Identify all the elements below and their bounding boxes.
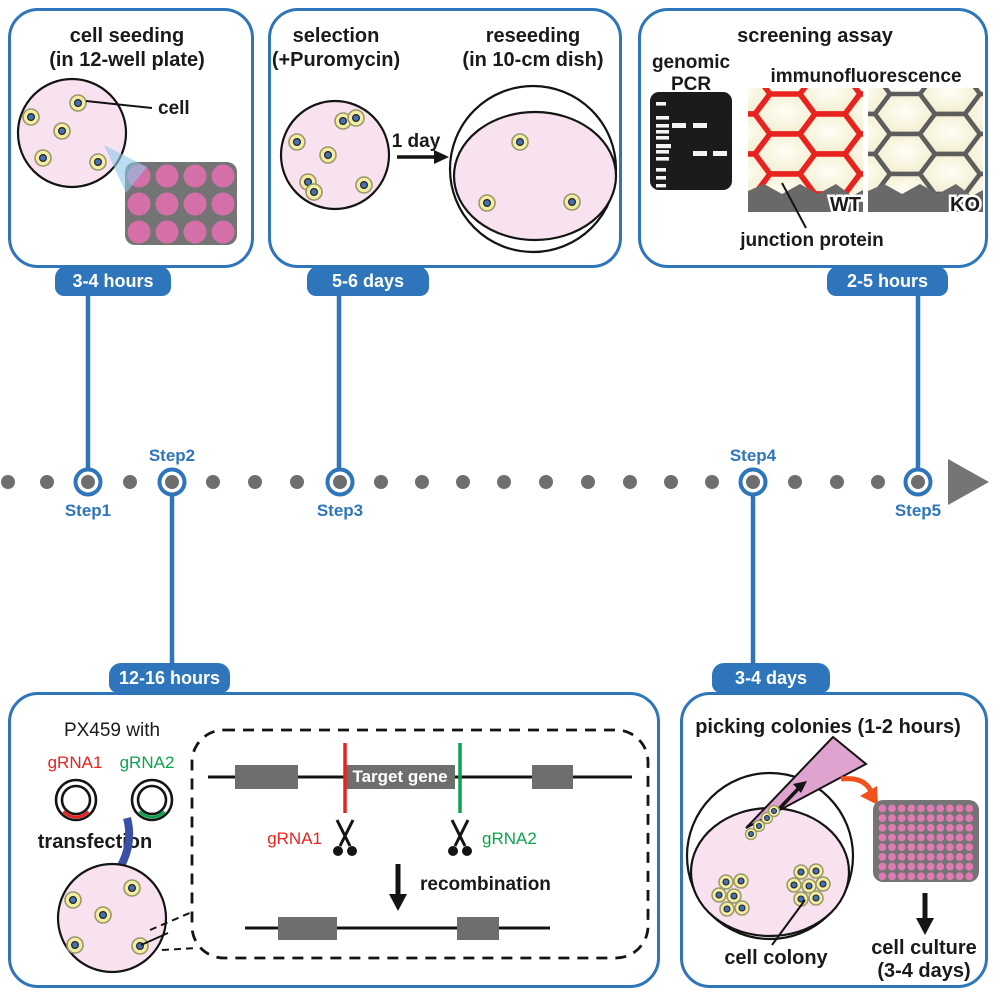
step5-label: Step5 [895, 501, 941, 520]
cell-seeding-title-line1: cell seeding [70, 25, 185, 47]
exon-right [532, 765, 573, 789]
genomic-pcr-label-line2: PCR [671, 74, 711, 95]
recombination-label: recombination [420, 874, 551, 895]
gel-ladder [656, 102, 671, 188]
step2-label: Step2 [149, 446, 195, 465]
petri-dish-icon [16, 77, 128, 189]
timeline-arrow-icon [948, 459, 989, 505]
selection-reseeding-art: selection (+Puromycin) reseeding (in 10-… [272, 25, 618, 254]
aspiration-arrow-icon [776, 781, 807, 812]
grna2-cut-label: gRNA2 [482, 829, 537, 848]
reseeding-title-line1: reseeding [486, 25, 580, 47]
cell-culture-label-line1: cell culture [871, 937, 977, 959]
exon-left-after [278, 917, 337, 940]
ko-label: KO [950, 194, 980, 216]
cell-seeding-art: cell seeding (in 12-well plate) cell [16, 25, 237, 245]
selection-title-line1: selection [293, 25, 380, 47]
colony-dish-medium [689, 806, 851, 938]
ko-if-image [868, 88, 983, 212]
grna2-plasmid-label: gRNA2 [120, 753, 175, 772]
plasmid-grna2-icon [130, 778, 174, 822]
target-gene-box [345, 765, 455, 789]
transfection-label: transfection [38, 831, 152, 853]
culture-arrow-icon [916, 893, 934, 935]
cell-seeding-title-line2: (in 12-well plate) [49, 49, 205, 71]
immunofluorescence-label: immunofluorescence [770, 66, 961, 87]
reseeding-title-line2: (in 10-cm dish) [462, 49, 603, 71]
transfer-arrow-icon [840, 776, 878, 805]
grna1-plasmid-label: gRNA1 [48, 753, 103, 772]
duration-badge-step2: 12-16 hours [109, 663, 230, 693]
step1-label: Step1 [65, 501, 111, 520]
transfection-art: PX459 with gRNA1 gRNA2 transfection [38, 720, 650, 974]
cell-culture-label-line2: (3-4 days) [877, 960, 970, 982]
picking-title: picking colonies (1-2 hours) [695, 716, 961, 738]
genome-zoom-box [190, 728, 650, 960]
px459-label: PX459 with [64, 720, 160, 741]
screening-assay-art: screening assay genomic PCR immunofluore… [650, 25, 983, 251]
duration-badge-step3: 5-6 days [307, 266, 429, 296]
wt-label: WT [830, 194, 861, 216]
exon-right-after [457, 917, 499, 940]
zoom-wedge [104, 145, 147, 193]
timeline-connector-lines [85, 290, 921, 668]
wt-if-image [748, 88, 863, 212]
one-day-arrow-icon [397, 150, 449, 164]
twelve-well-plate-icon [125, 162, 237, 245]
screening-title: screening assay [737, 25, 894, 47]
picking-colonies-art: picking colonies (1-2 hours) [685, 716, 979, 982]
duration-badge-step1: 3-4 hours [55, 266, 171, 296]
96-well-plate-wells [878, 804, 975, 882]
cell-label: cell [158, 98, 190, 119]
cell-colony-label: cell colony [724, 947, 828, 969]
genomic-pcr-label-line1: genomic [652, 52, 731, 73]
plasmid-grna1-icon [54, 778, 98, 822]
target-gene-label: Target gene [352, 767, 447, 786]
step4-label: Step4 [730, 446, 777, 465]
selection-title-line2: (+Puromycin) [272, 49, 400, 71]
duration-badge-step5: 2-5 hours [827, 266, 948, 296]
scissors-icon [331, 818, 359, 858]
one-day-label: 1 day [392, 131, 441, 152]
transfected-dish-icon [56, 862, 168, 974]
duration-badge-step4: 3-4 days [712, 663, 830, 693]
gel-icon [650, 92, 732, 190]
recombination-arrow-icon [389, 864, 407, 911]
cell-colony-right [786, 863, 831, 907]
ten-cm-dish-medium [452, 110, 618, 242]
grna1-cut-label: gRNA1 [267, 829, 322, 848]
gel-bands [672, 123, 727, 156]
junction-protein-label: junction protein [739, 230, 884, 251]
step3-label: Step3 [317, 501, 363, 520]
exon-left [235, 765, 298, 789]
scissors-icon [446, 818, 474, 858]
timeline: Step1 Step2 Step3 Step4 Step5 [1, 446, 989, 520]
